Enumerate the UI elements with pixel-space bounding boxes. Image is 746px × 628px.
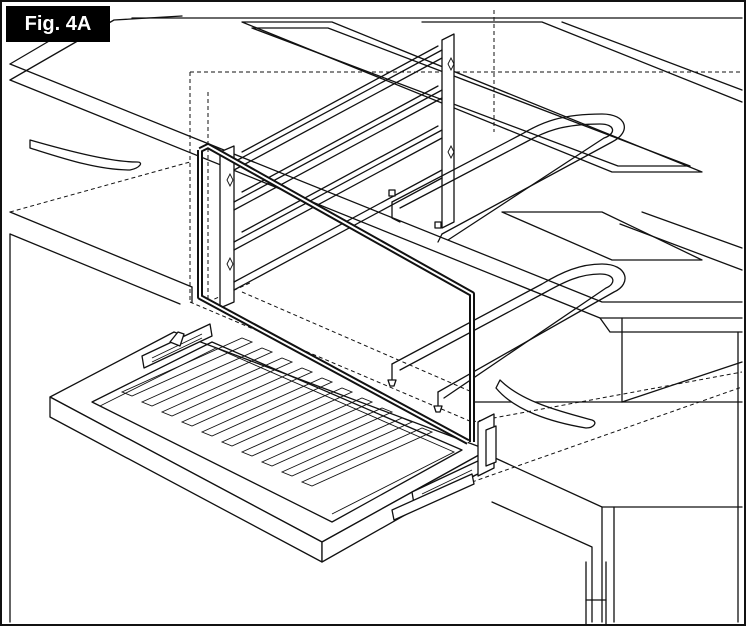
door-hinges <box>141 323 497 521</box>
door-slots <box>120 337 434 487</box>
left-handle <box>29 139 142 171</box>
oven-door <box>49 331 489 563</box>
upper-heating-element <box>388 113 625 243</box>
door-inner-panel <box>91 341 463 523</box>
lower-heating-element <box>387 263 626 413</box>
right-handle <box>495 379 596 429</box>
left-cabinet <box>9 139 193 623</box>
figure-label: Fig. 4A <box>6 6 110 42</box>
cabinet-foot <box>585 561 607 625</box>
hidden-lines <box>9 10 743 483</box>
oven-rack-frame <box>197 143 475 445</box>
range-top <box>9 9 743 333</box>
rack-guides <box>219 33 455 309</box>
right-cabinet <box>471 317 743 623</box>
